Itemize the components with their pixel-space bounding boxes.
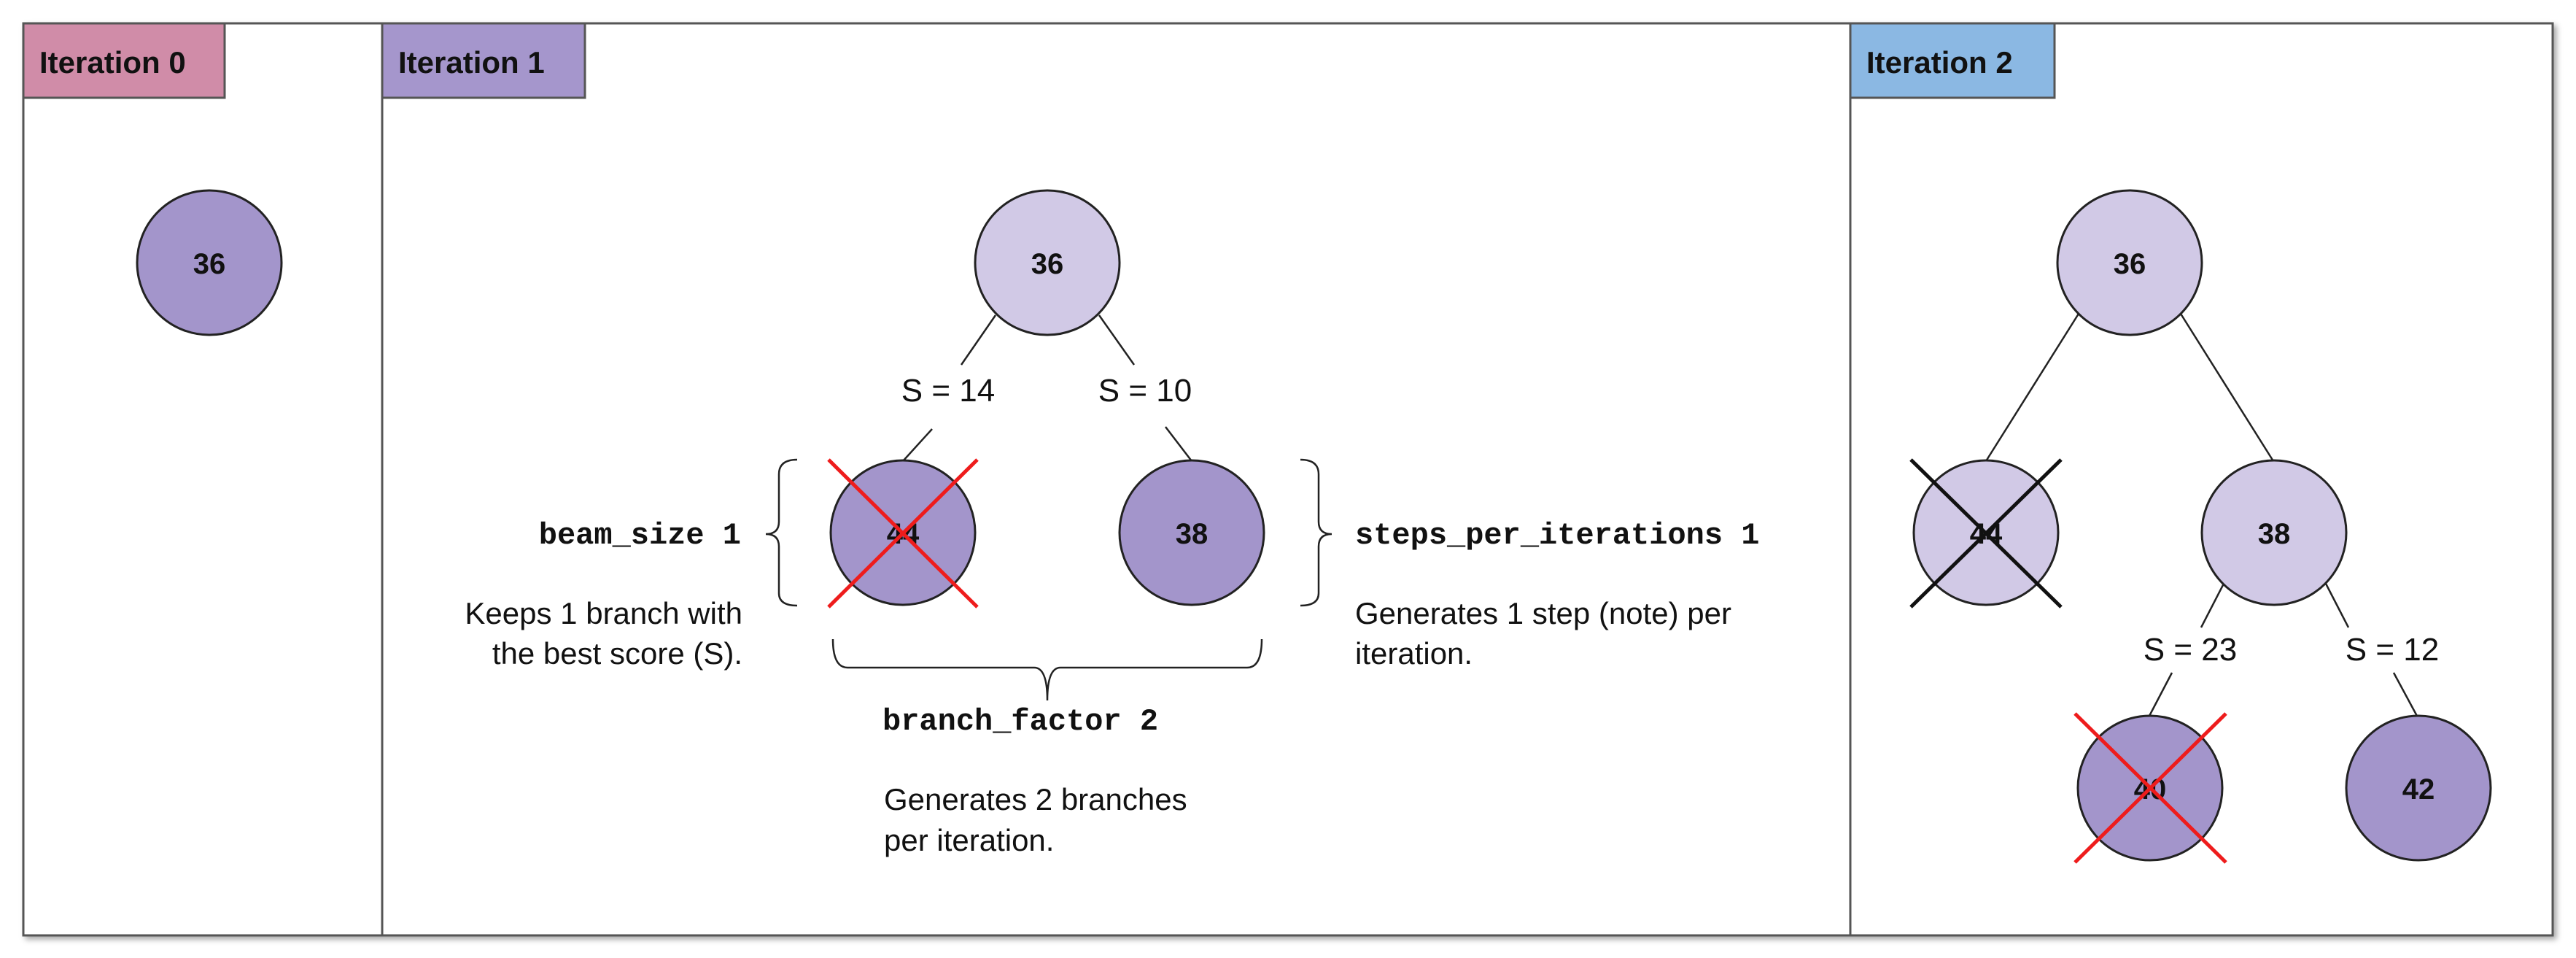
pruned-cross-icon — [1909, 458, 2063, 609]
tree-edge — [902, 428, 933, 462]
tab-iteration-0 — [22, 22, 226, 99]
node-label: 36 — [193, 248, 226, 280]
param-steps-desc: iteration. — [1355, 636, 1473, 671]
tree-node: 44 — [1909, 458, 2063, 609]
cross-stroke — [827, 458, 979, 609]
node-label: 38 — [2258, 518, 2291, 550]
node-label: 42 — [2402, 773, 2435, 806]
tab-iteration-2-label: Iteration 2 — [1866, 45, 2013, 80]
node-label: 36 — [2114, 248, 2146, 280]
node-circle — [2345, 714, 2492, 862]
tree-edge — [2179, 313, 2275, 462]
brace-bracket — [765, 458, 798, 607]
node-circle — [136, 189, 283, 336]
panel-iteration-2: Iteration 2 S = 23 S = 12 36 44 38 — [1849, 22, 2492, 864]
node-circle — [974, 189, 1121, 336]
param-beam-size-desc: the best score (S). — [492, 636, 742, 671]
tree-node: 38 — [2200, 459, 2348, 606]
node-circle — [2200, 459, 2348, 606]
tree-edge — [2392, 672, 2420, 719]
cross-stroke — [1909, 458, 2063, 609]
tree-edge — [1098, 314, 1136, 366]
param-branch-factor: branch_factor 2 — [882, 704, 1158, 739]
tree-node: 40 — [2073, 712, 2227, 864]
param-beam-size-desc: Keeps 1 branch with — [465, 596, 742, 630]
brace-bracket — [831, 638, 1263, 701]
node-label: 38 — [1176, 518, 1209, 550]
edge-score-label: S = 12 — [2346, 632, 2439, 668]
tree-node: 42 — [2345, 714, 2492, 862]
tree-edge — [2200, 582, 2226, 628]
edge-score-label: S = 14 — [901, 373, 995, 409]
pruned-cross-icon — [2073, 712, 2227, 864]
param-branch-factor-desc: Generates 2 branches — [884, 782, 1187, 816]
tree-edge — [960, 314, 997, 366]
cross-stroke — [2073, 712, 2227, 864]
param-beam-size: beam_size 1 — [539, 518, 741, 553]
tree-node: 44 — [827, 458, 979, 609]
tab-iteration-1 — [381, 22, 586, 99]
tree-edge — [2324, 582, 2350, 628]
tree-node: 38 — [1118, 459, 1265, 606]
tree-edge — [2146, 672, 2173, 719]
edge-score-label: S = 23 — [2144, 632, 2237, 668]
param-branch-factor-desc: per iteration. — [884, 823, 1054, 857]
panel-iteration-0: Iteration 0 36 — [22, 22, 283, 336]
node-circle — [1118, 459, 1265, 606]
tree-edge — [1985, 313, 2080, 462]
tree-node: 36 — [974, 189, 1121, 336]
edge-score-label: S = 10 — [1098, 373, 1192, 409]
node-circle — [2056, 189, 2203, 336]
tree-node: 36 — [2056, 189, 2203, 336]
tree-edge — [1165, 426, 1192, 462]
brace-bracket — [1300, 458, 1332, 607]
tab-iteration-1-label: Iteration 1 — [398, 45, 545, 80]
tab-iteration-2 — [1849, 22, 2056, 99]
param-steps-desc: Generates 1 step (note) per — [1355, 596, 1731, 630]
node-label: 36 — [1031, 248, 1064, 280]
tree-node: 36 — [136, 189, 283, 336]
pruned-cross-icon — [827, 458, 979, 609]
panel-iteration-1: Iteration 1 S = 14 S = 10 36 44 38 beam_… — [381, 22, 1760, 857]
param-steps-per-iterations: steps_per_iterations 1 — [1355, 518, 1760, 553]
tab-iteration-0-label: Iteration 0 — [39, 45, 186, 80]
